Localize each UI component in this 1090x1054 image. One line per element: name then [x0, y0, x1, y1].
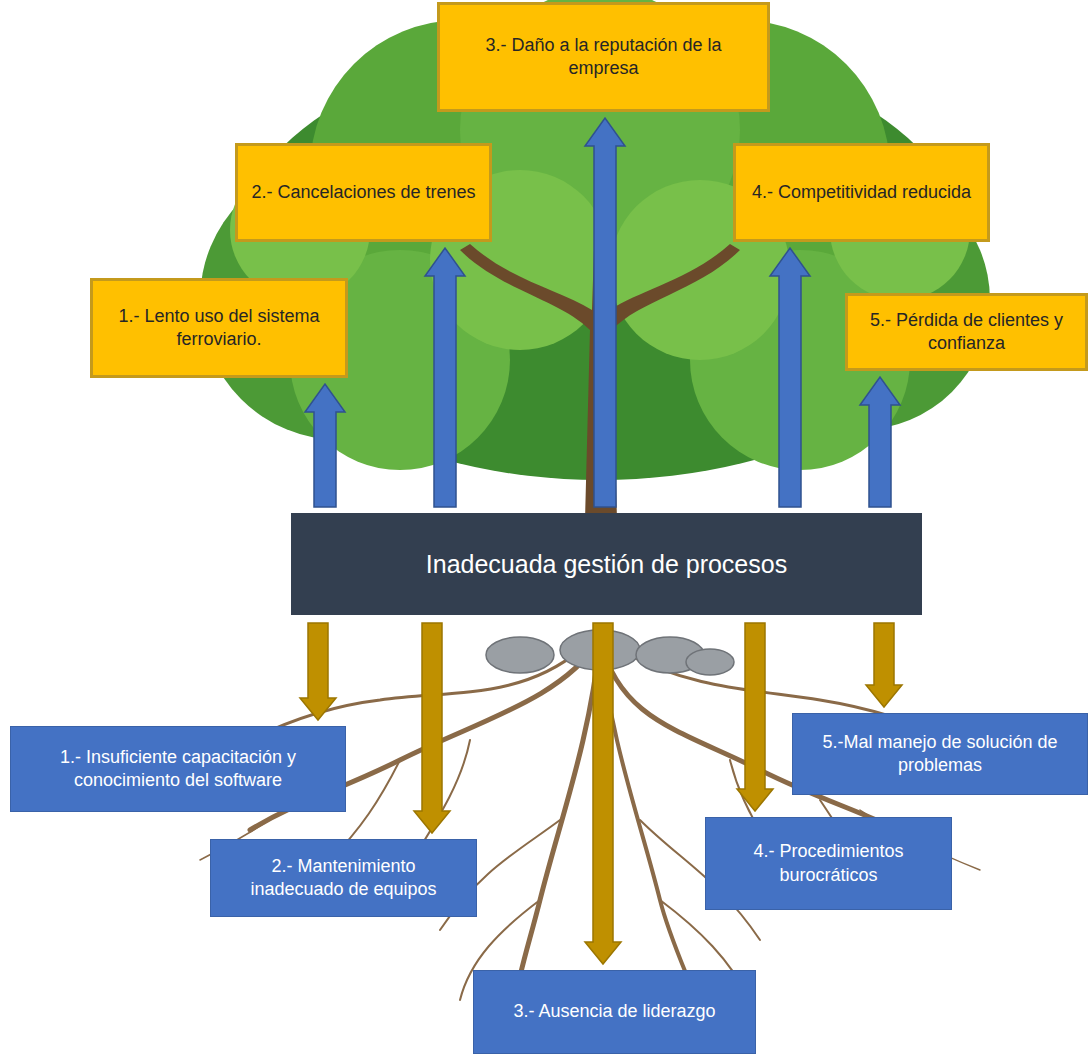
effect-box: 2.- Cancelaciones de trenes — [235, 143, 492, 242]
effect-arrow — [425, 248, 465, 507]
node-text: 5.-Mal manejo de solución de problemas — [805, 731, 1075, 778]
effect-arrow — [770, 248, 810, 507]
cause-arrow — [585, 623, 621, 964]
cause-box: 4.- Procedimientos burocráticos — [705, 817, 952, 910]
node-text: 1.- Insuficiente capacitación y conocimi… — [23, 746, 333, 793]
cause-arrow — [414, 623, 450, 833]
cause-box: 1.- Insuficiente capacitación y conocimi… — [10, 726, 346, 812]
cause-box: 3.- Ausencia de liderazgo — [473, 970, 756, 1054]
node-text: 1.- Lento uso del sistema ferroviario. — [105, 305, 333, 352]
node-text: 4.- Competitividad reducida — [752, 181, 971, 204]
cause-arrow — [737, 623, 773, 811]
cause-box: 5.-Mal manejo de solución de problemas — [792, 713, 1088, 795]
effect-box: 4.- Competitividad reducida — [733, 143, 990, 242]
effect-box: 3.- Daño a la reputación de la empresa — [437, 2, 770, 112]
node-text: 2.- Cancelaciones de trenes — [251, 181, 475, 204]
node-text: 4.- Procedimientos burocráticos — [718, 840, 939, 887]
cause-arrow — [866, 623, 902, 707]
effect-arrow — [860, 377, 900, 507]
effect-box: 5.- Pérdida de clientes y confianza — [845, 293, 1088, 371]
cause-arrow — [300, 623, 336, 720]
cause-box: 2.- Mantenimiento inadecuado de equipos — [210, 839, 477, 917]
node-text: 5.- Pérdida de clientes y confianza — [860, 309, 1073, 356]
node-text: 2.- Mantenimiento inadecuado de equipos — [223, 855, 464, 902]
problem-box: Inadecuada gestión de procesos — [291, 513, 922, 615]
node-text: 3.- Ausencia de liderazgo — [513, 1000, 715, 1023]
effect-arrow — [305, 384, 345, 507]
node-text: Inadecuada gestión de procesos — [426, 548, 787, 581]
effect-box: 1.- Lento uso del sistema ferroviario. — [90, 278, 348, 378]
effect-arrow — [585, 118, 625, 507]
node-text: 3.- Daño a la reputación de la empresa — [452, 34, 755, 81]
